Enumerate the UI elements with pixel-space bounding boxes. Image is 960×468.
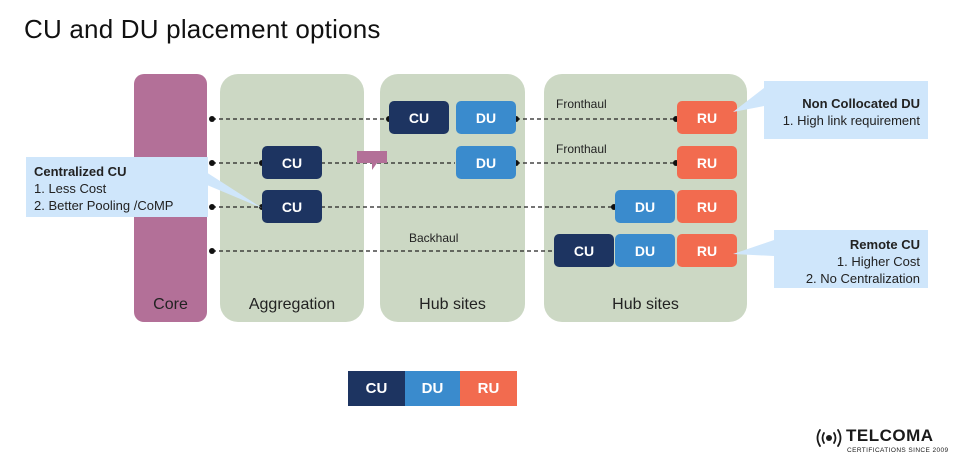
centralized-cu-heading: Centralized CU [34,164,127,179]
remote-cu-callout: Remote CU 1. Higher Cost 2. No Centraliz… [774,230,928,288]
ru-box-row-3: RU [677,190,737,223]
ru-box-row-1: RU [677,101,737,134]
du-box-row-2: DU [456,146,516,179]
comment-marker-icon [357,151,387,170]
page-title: CU and DU placement options [24,14,381,44]
ru-box-row-2: RU [677,146,737,179]
non-collocated-du-callout: Non Collocated DU 1. High link requireme… [764,81,928,139]
du-box-row-3: DU [615,190,675,223]
legend-ru: RU [460,371,517,406]
signal-waves-icon [816,429,842,447]
non-collocated-callout-pointer [733,88,764,112]
hub-sites-label-2: Hub sites [612,296,679,313]
du-box-row-4: DU [615,234,675,267]
cu-box-row-1: CU [389,101,449,134]
remote-cu-heading: Remote CU [849,237,920,252]
backhaul-label: Backhaul [409,231,459,245]
fronthaul-label-2: Fronthaul [556,142,607,156]
non-collocated-du-heading: Non Collocated DU [802,96,920,111]
remote-cu-point-1: 1. Higher Cost [836,254,920,269]
core-label: Core [153,296,188,313]
du-box-row-1: DU [456,101,516,134]
link-dot [209,160,215,166]
legend-cu: CU [348,371,405,406]
cu-box-row-3: CU [262,190,322,223]
legend-du: DU [405,371,460,406]
cu-box-row-4: CU [554,234,614,267]
ru-box-row-4: RU [677,234,737,267]
fronthaul-label-1: Fronthaul [556,97,607,111]
aggregation-label: Aggregation [248,296,336,313]
link-dot [209,204,215,210]
logo-wordmark: TELCOMA [846,426,934,445]
hub-sites-label-1: Hub sites [419,296,486,313]
link-dot [209,116,215,122]
non-collocated-du-point-1: 1. High link requirement [782,113,920,128]
centralized-cu-point-2: 2. Better Pooling /CoMP [34,198,174,213]
centralized-cu-point-1: 1. Less Cost [34,181,107,196]
remote-callout-pointer [733,240,774,256]
remote-cu-point-2: 2. No Centralization [805,271,920,286]
link-dot [209,248,215,254]
cu-box-row-2: CU [262,146,322,179]
logo-tagline: CERTIFICATIONS SINCE 2009 [847,447,949,454]
centralized-cu-callout: Centralized CU 1. Less Cost 2. Better Po… [26,157,208,217]
